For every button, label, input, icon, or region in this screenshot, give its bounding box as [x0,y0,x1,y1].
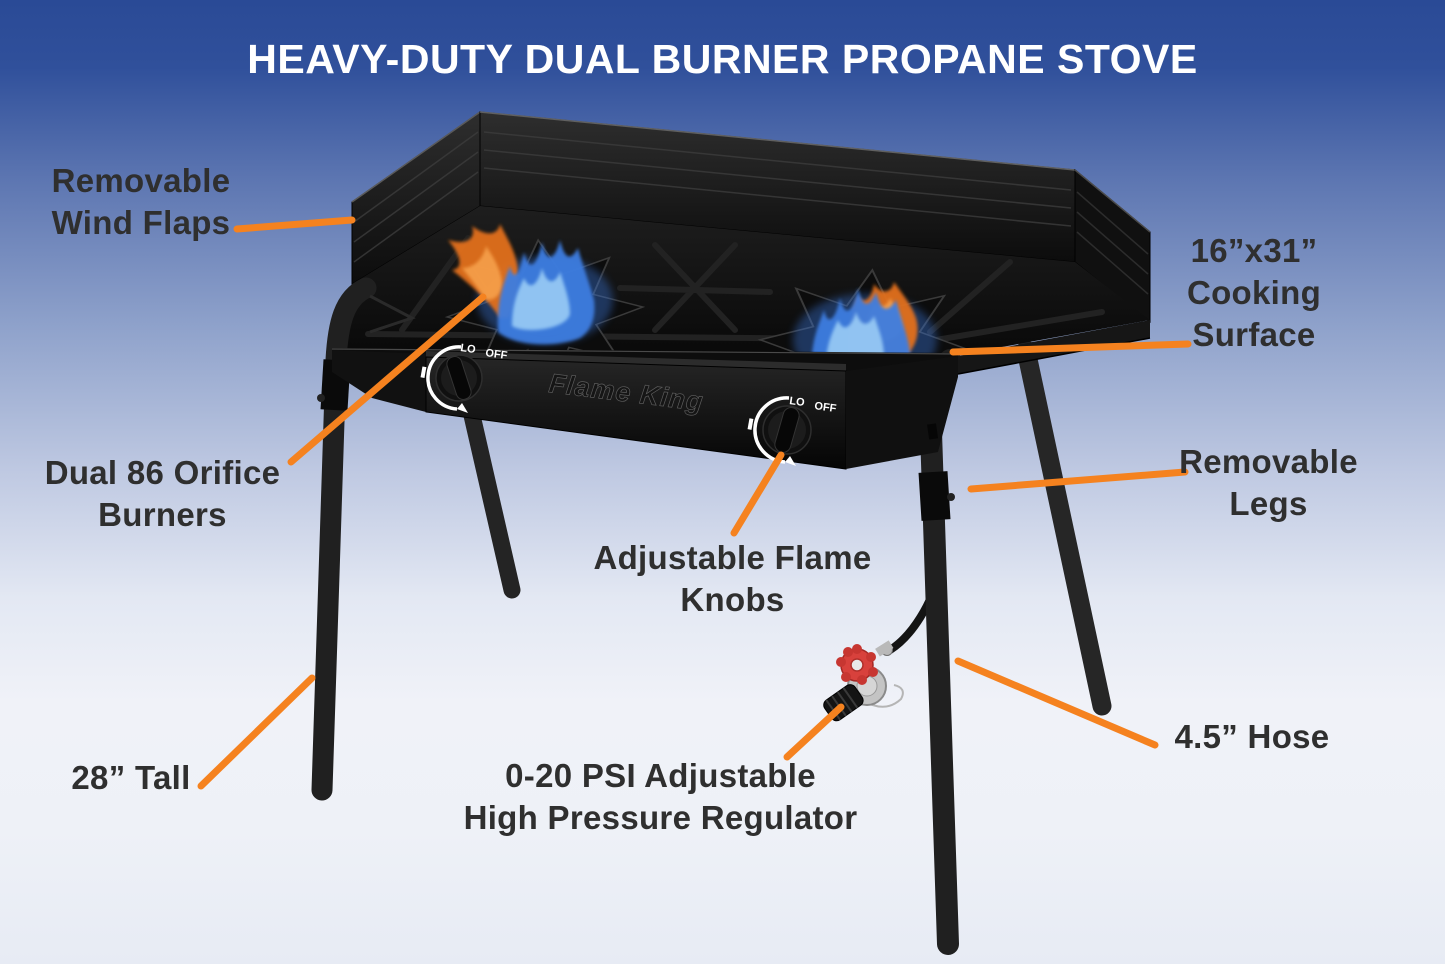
burner-flame-left [448,224,613,345]
leg-right-rear [1016,340,1112,716]
knob-label-lo-left: LO [460,342,477,356]
callout-line-regulator [783,703,845,761]
callout-burners: Dual 86 Orifice Burners [44,454,281,533]
callout-wind-flaps: Removable Wind Flaps [51,162,231,241]
control-panel: Flame King LO OFF [420,342,847,470]
page-title: HEAVY-DUTY DUAL BURNER PROPANE STOVE [247,36,1198,82]
knob-label-lo-right: LO [789,395,806,409]
leg-left-rear [459,389,521,599]
callout-line-wind-flaps [233,216,356,233]
regulator-red-knob[interactable] [836,644,878,685]
callout-line-height [197,674,316,790]
callout-flame-knobs: Adjustable Flame Knobs [593,539,872,618]
right-body [846,320,1151,469]
callout-regulator: 0-20 PSI Adjustable High Pressure Regula… [463,757,858,836]
wind-flap-right [1074,168,1151,324]
callout-line-cooking-surface [949,340,1192,356]
callout-line-flame-knobs [730,451,785,537]
callout-legs: Removable Legs [1179,443,1358,522]
knob-label-off-left: OFF [485,347,509,362]
flame-knob-left[interactable]: LO OFF [420,342,509,413]
callout-line-legs [967,468,1189,493]
callout-line-hose [954,657,1159,749]
regulator-wire [861,684,904,708]
callout-height: 28” Tall [71,759,191,796]
callout-cooking-surface: 16”x31” Cooking Surface [1186,232,1322,353]
callout-lines [197,216,1192,790]
flame-knob-right[interactable]: LO OFF [747,395,838,466]
callout-line-burners [287,293,487,466]
knob-label-off-right: OFF [814,400,838,415]
callout-hose: 4.5” Hose [1174,718,1330,755]
